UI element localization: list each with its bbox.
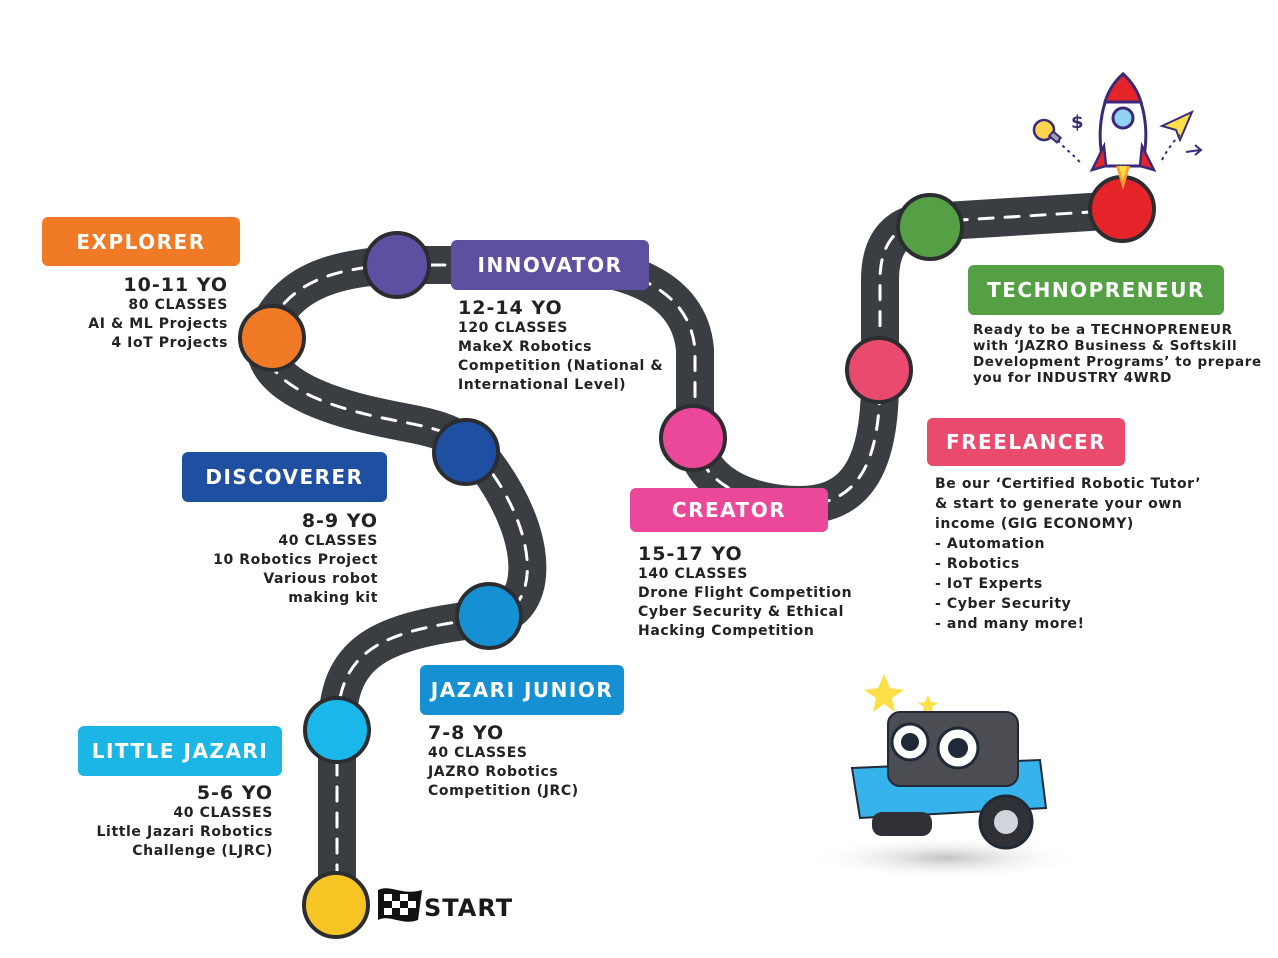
freelancer-list-item: Automation [935, 534, 1225, 554]
technopreneur-info: Ready to be a TECHNOPRENEUR with ‘JAZRO … [973, 322, 1273, 386]
milestone-innovator-dot [363, 231, 431, 299]
jazari-junior-line: JAZRO Robotics [428, 764, 559, 780]
milestone-little-jazari-dot [303, 696, 371, 764]
explorer-line: 80 CLASSES [128, 297, 228, 313]
innovator-age: 12-14 YO [458, 297, 563, 319]
robot-illustration [805, 674, 1085, 880]
lightbulb-icon [1032, 118, 1063, 144]
milestone-start-dot [302, 871, 370, 939]
dollar-icon: $ [1071, 112, 1084, 133]
innovator-line: MakeX Robotics [458, 339, 593, 355]
jazari-junior-age: 7-8 YO [428, 722, 505, 744]
milestone-jazari-junior-dot [455, 582, 523, 650]
creator-info: 15-17 YO 140 CLASSES Drone Flight Compet… [638, 543, 878, 641]
little-jazari-line: 40 CLASSES [173, 805, 273, 821]
milestone-discoverer-dot [432, 418, 500, 486]
jazari-junior-line: Competition (JRC) [428, 783, 579, 799]
explorer-badge: EXPLORER [42, 217, 240, 266]
discoverer-line: Various robot [263, 571, 378, 587]
innovator-line: Competition (National & [458, 358, 664, 374]
checkered-flag-icon [378, 888, 422, 922]
explorer-info: 10-11 YO 80 CLASSES AI & ML Projects 4 I… [40, 274, 228, 353]
discoverer-age: 8-9 YO [301, 510, 378, 532]
technopreneur-badge: TECHNOPRENEUR [968, 265, 1224, 315]
creator-line: Cyber Security & Ethical [638, 604, 844, 620]
freelancer-list-item: IoT Experts [935, 574, 1225, 594]
freelancer-list-item: and many more! [935, 614, 1225, 634]
dashed-trail-left [1057, 139, 1083, 166]
discoverer-info: 8-9 YO 40 CLASSES 10 Robotics Project Va… [160, 510, 378, 608]
jazari-junior-badge: JAZARI JUNIOR [420, 665, 624, 715]
milestone-technopreneur-dot [896, 193, 964, 261]
arrow-icon [1185, 144, 1203, 156]
creator-age: 15-17 YO [638, 543, 743, 565]
innovator-line: 120 CLASSES [458, 320, 568, 336]
dashed-trail-right [1161, 131, 1183, 161]
innovator-line: International Level) [458, 377, 627, 393]
technopreneur-line: you for INDUSTRY 4WRD [973, 370, 1172, 386]
freelancer-list-item: Robotics [935, 554, 1225, 574]
creator-badge: CREATOR [630, 488, 828, 532]
technopreneur-line: with ‘JAZRO Business & Softskill [973, 338, 1238, 354]
road [245, 191, 1141, 924]
discoverer-badge: DISCOVERER [182, 452, 387, 502]
freelancer-intro-line: & start to generate your own [935, 496, 1183, 512]
little-jazari-line: Little Jazari Robotics [96, 824, 273, 840]
milestone-explorer-dot [238, 304, 306, 372]
discoverer-line: 10 Robotics Project [213, 552, 378, 568]
discoverer-line: 40 CLASSES [278, 533, 378, 549]
jazari-junior-info: 7-8 YO 40 CLASSES JAZRO Robotics Competi… [428, 722, 648, 801]
technopreneur-line: Ready to be a TECHNOPRENEUR [973, 322, 1233, 338]
innovator-info: 12-14 YO 120 CLASSES MakeX Robotics Comp… [458, 297, 688, 395]
explorer-age: 10-11 YO [123, 274, 228, 296]
freelancer-info: Be our ‘Certified Robotic Tutor’ & start… [935, 474, 1225, 634]
technopreneur-line: Development Programs’ to prepare [973, 354, 1262, 370]
rocket-icon [1089, 71, 1157, 190]
milestone-freelancer-dot [845, 336, 913, 404]
creator-line: Drone Flight Competition [638, 585, 853, 601]
explorer-line: 4 IoT Projects [111, 335, 228, 351]
little-jazari-badge: LITTLE JAZARI [78, 726, 282, 776]
creator-line: Hacking Competition [638, 623, 815, 639]
little-jazari-age: 5-6 YO [196, 782, 273, 804]
freelancer-intro-line: income (GIG ECONOMY) [935, 516, 1134, 532]
little-jazari-info: 5-6 YO 40 CLASSES Little Jazari Robotics… [60, 782, 273, 861]
milestone-creator-dot [659, 404, 727, 472]
start-label: START [424, 894, 514, 922]
freelancer-list: Automation Robotics IoT Experts Cyber Se… [935, 534, 1225, 634]
explorer-line: AI & ML Projects [88, 316, 228, 332]
little-jazari-line: Challenge (LJRC) [132, 843, 273, 859]
freelancer-intro-line: Be our ‘Certified Robotic Tutor’ [935, 476, 1202, 492]
innovator-badge: INNOVATOR [451, 240, 649, 290]
milestone-finish-dot [1088, 175, 1156, 243]
jazari-junior-line: 40 CLASSES [428, 745, 528, 761]
paper-plane-icon [1159, 109, 1194, 143]
freelancer-badge: FREELANCER [927, 418, 1125, 466]
discoverer-line: making kit [288, 590, 378, 606]
freelancer-list-item: Cyber Security [935, 594, 1225, 614]
creator-line: 140 CLASSES [638, 566, 748, 582]
